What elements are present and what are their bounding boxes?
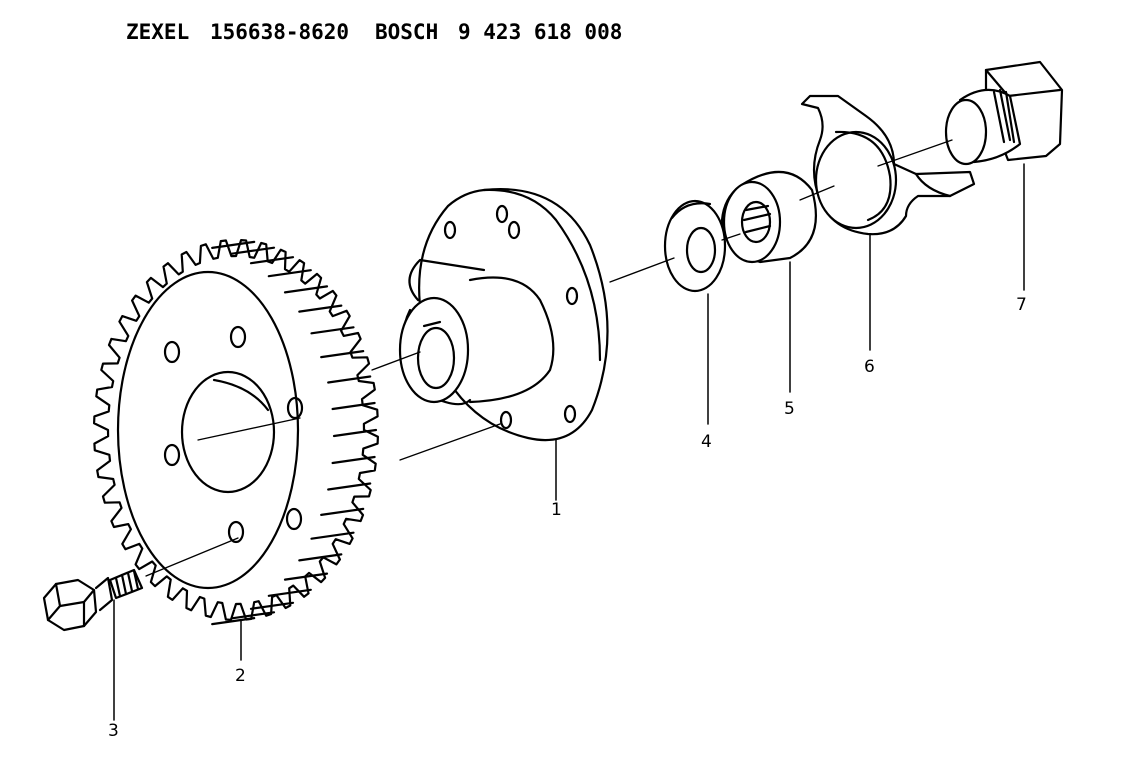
hub-part bbox=[398, 188, 609, 442]
callout-7: 7 bbox=[1016, 295, 1027, 315]
callout-labels: 1 2 3 4 5 6 7 bbox=[108, 295, 1027, 741]
callout-4: 4 bbox=[701, 432, 712, 452]
washer-part bbox=[663, 199, 727, 293]
header-part-bosch: 9 423 618 008 bbox=[458, 20, 623, 44]
header-maker-zexel: ZEXEL bbox=[126, 20, 190, 44]
plug-part bbox=[944, 60, 1064, 166]
assembly-lines bbox=[145, 139, 953, 577]
nut-part bbox=[720, 170, 817, 264]
callout-3: 3 bbox=[108, 721, 119, 741]
bolt-part bbox=[42, 568, 144, 632]
callout-6: 6 bbox=[864, 357, 875, 377]
header-maker-bosch: BOSCH bbox=[375, 20, 439, 44]
leader-lines bbox=[113, 163, 1025, 721]
gear-part bbox=[93, 239, 379, 626]
callout-5: 5 bbox=[784, 399, 795, 419]
header-part-zexel: 156638-8620 bbox=[210, 20, 350, 44]
callout-2: 2 bbox=[235, 666, 246, 686]
callout-1: 1 bbox=[551, 500, 562, 520]
lockplate-part bbox=[800, 94, 976, 236]
